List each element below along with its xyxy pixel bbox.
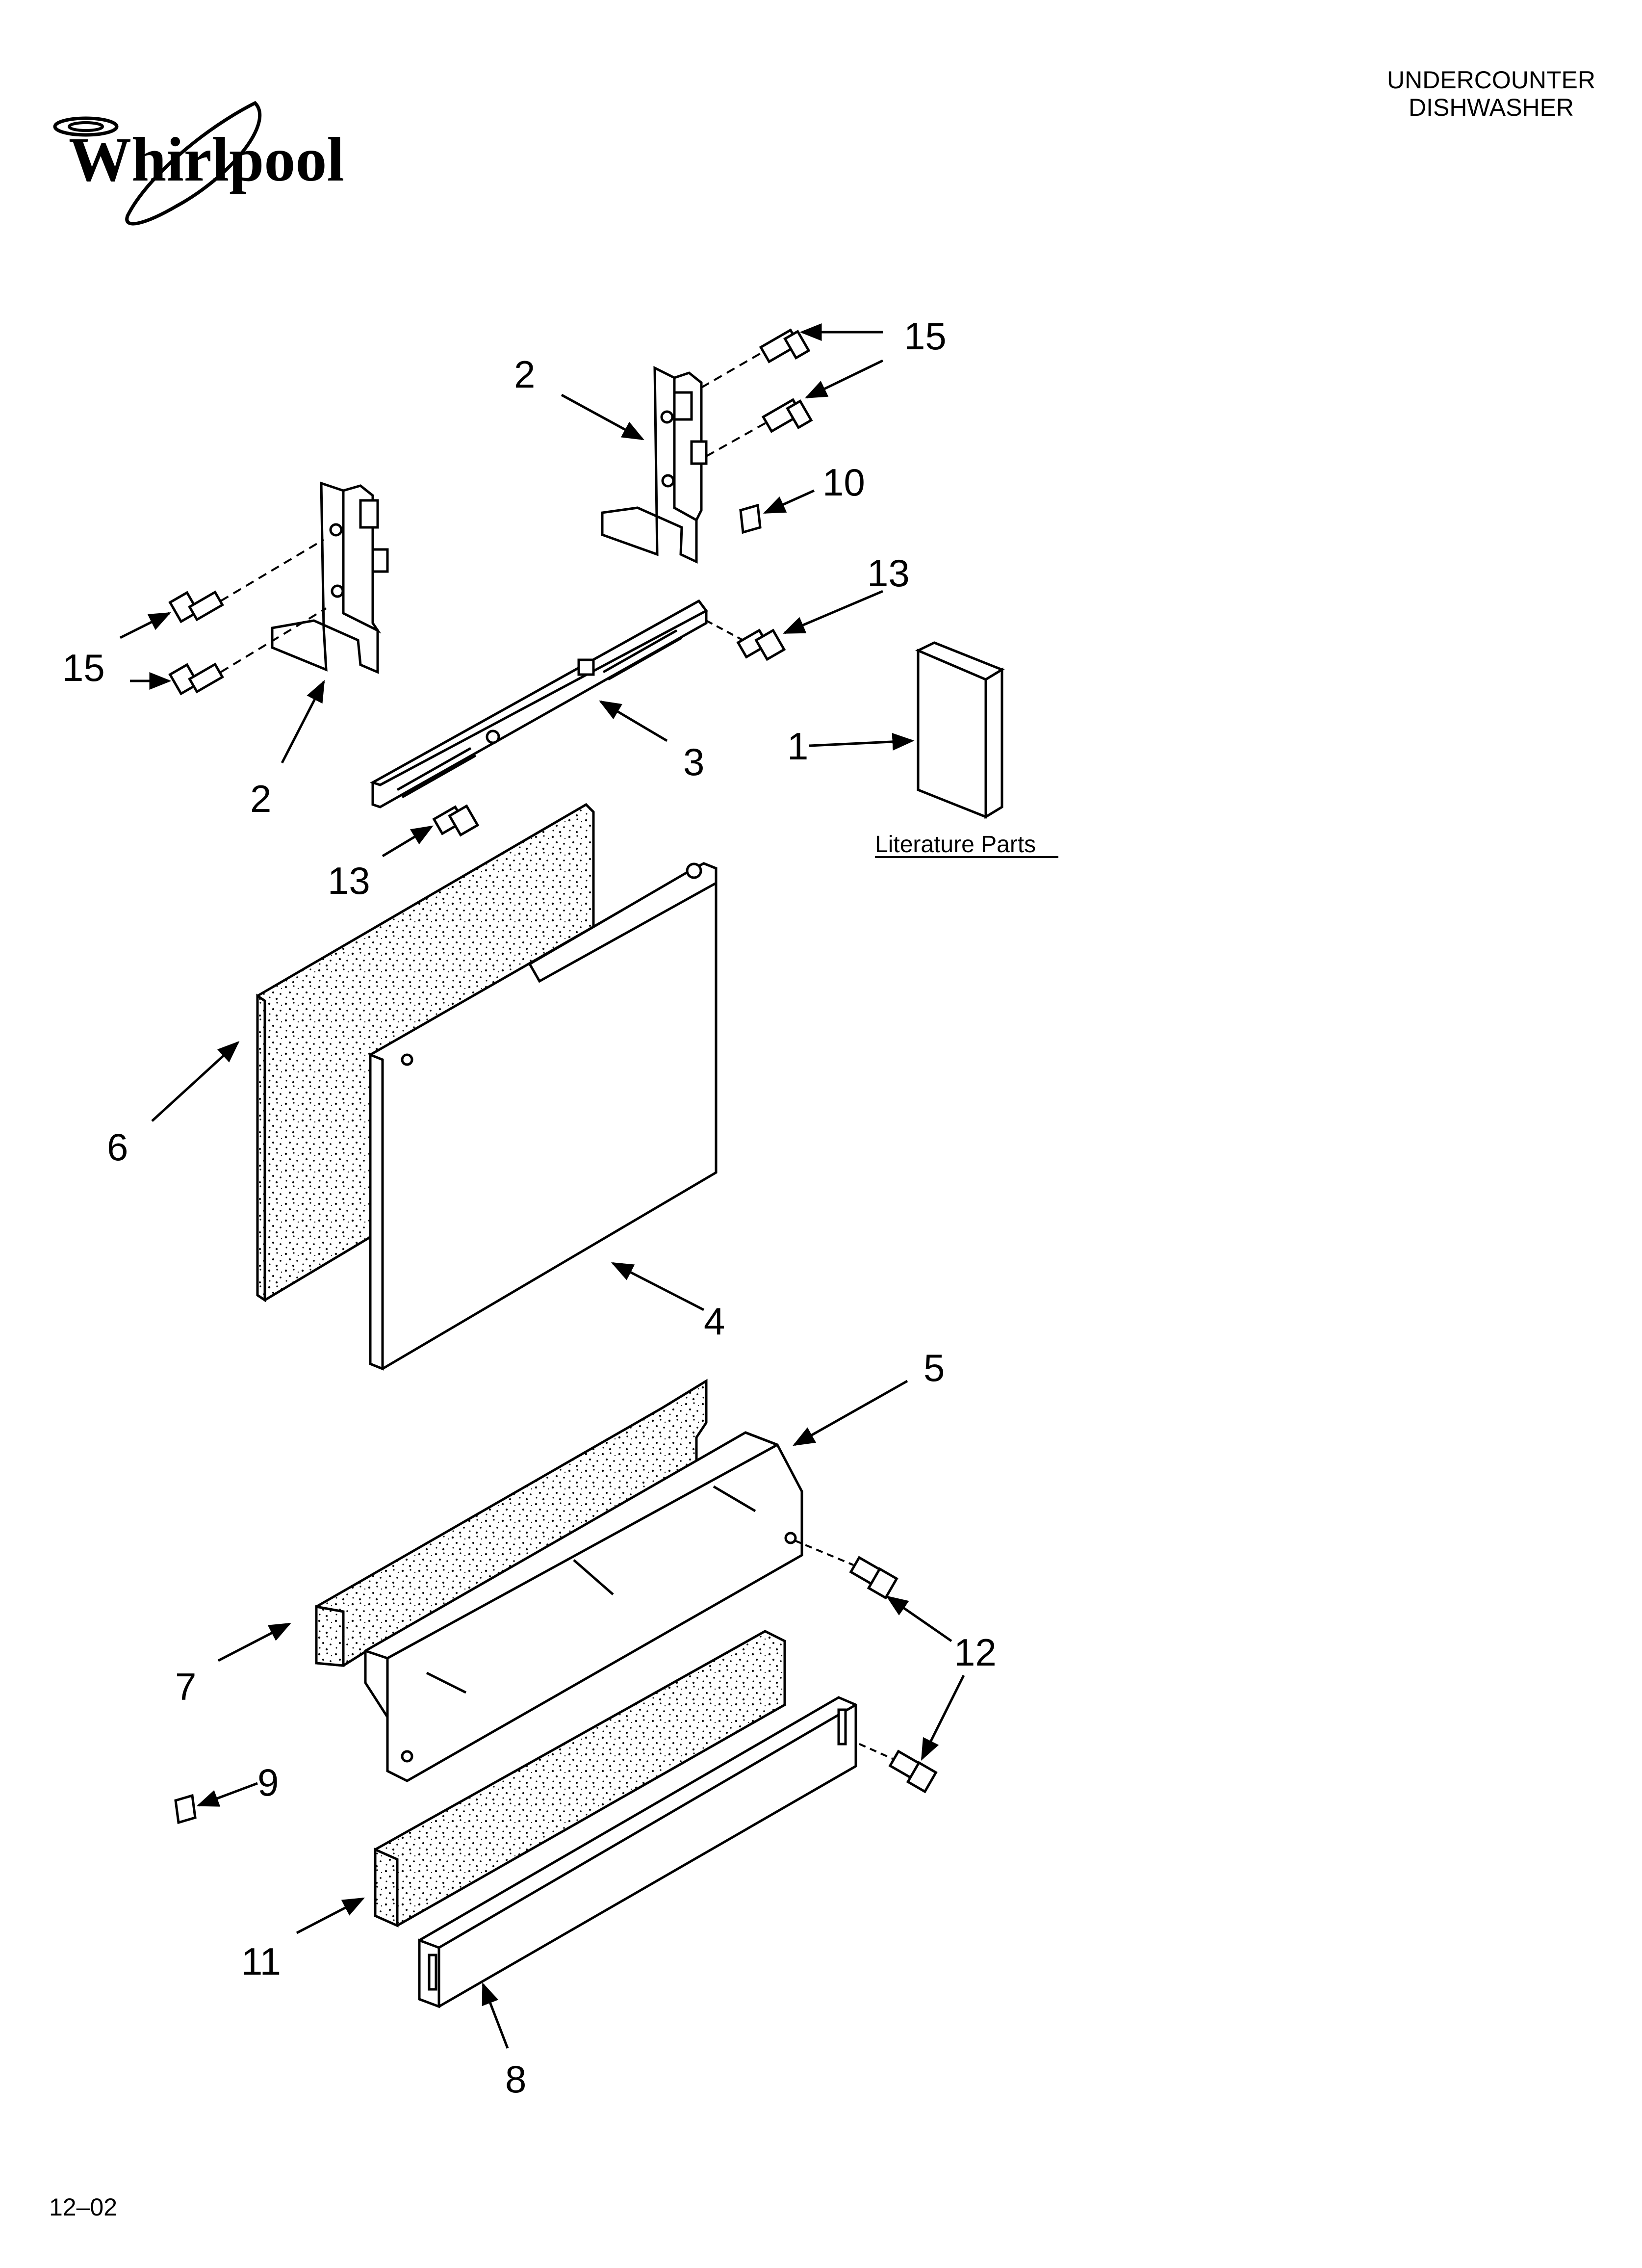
literature-packet: [915, 641, 1005, 819]
toe-panel-foam: [315, 1379, 708, 1667]
callout-7: 7: [175, 1665, 196, 1708]
callout-5: 5: [924, 1346, 945, 1389]
callout-9: 9: [257, 1761, 279, 1804]
callout-10: 10: [822, 461, 865, 504]
callout-3: 3: [683, 740, 704, 783]
header-line-1: UNDERCOUNTER: [1387, 66, 1595, 94]
screw-15-upper-b: [761, 398, 813, 433]
callout-4: 4: [704, 1300, 725, 1343]
leader-lines: [119, 323, 965, 2049]
screw-13-left: [432, 804, 480, 837]
callout-8: 8: [505, 2058, 526, 2101]
mounting-rail: [369, 599, 708, 808]
revision-code: 12–02: [49, 2193, 118, 2221]
screw-15-upper-a: [759, 328, 811, 364]
callout-numbers: 15 2 10 13 15 2 3 1 13 6 4 5 12 7 9 11 8: [62, 314, 997, 2101]
clip-9: [174, 1794, 197, 1825]
callout-13-left: 13: [328, 859, 370, 902]
door-panel: [369, 862, 718, 1371]
callout-15-top: 15: [904, 314, 947, 358]
toe-panel-bracket: [364, 1431, 803, 1782]
screw-12-upper: [849, 1556, 898, 1600]
foam-block: [374, 1630, 786, 1928]
literature-parts-label: Literature Parts: [875, 832, 1036, 858]
screw-15-left-a: [168, 590, 224, 624]
callout-2-top: 2: [514, 353, 535, 396]
screw-12-lower: [888, 1749, 938, 1794]
document-header: UNDERCOUNTER DISHWASHER: [1387, 66, 1595, 121]
callout-11: 11: [241, 1940, 281, 1983]
hinge-bracket-left: [271, 481, 389, 674]
callout-13-right: 13: [867, 551, 910, 595]
callout-15-left: 15: [62, 646, 105, 689]
callout-12: 12: [954, 1631, 997, 1674]
callout-2-left: 2: [250, 777, 271, 820]
screw-15-left-b: [168, 662, 224, 696]
kick-plate: [418, 1696, 857, 2008]
brand-wordmark: Whirlpool: [69, 125, 344, 194]
clip-10: [739, 503, 762, 534]
callout-6: 6: [107, 1125, 128, 1169]
callout-1: 1: [787, 725, 808, 768]
hinge-bracket-right: [601, 365, 708, 564]
whirlpool-logo: Whirlpool: [53, 101, 344, 226]
header-line-2: DISHWASHER: [1408, 94, 1574, 121]
screw-13-right: [736, 628, 786, 661]
